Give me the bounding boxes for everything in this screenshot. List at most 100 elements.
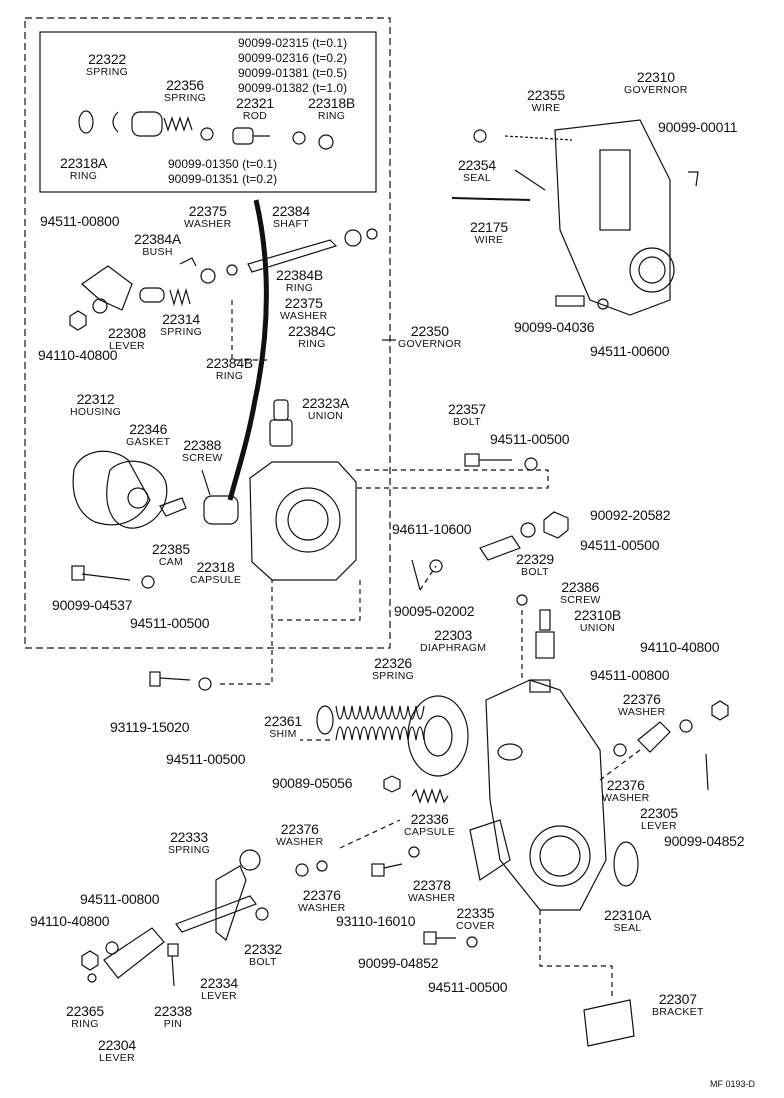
part-number: 22361 (264, 713, 302, 729)
part-number: 22386 (561, 579, 600, 595)
part-number: 22375 (188, 203, 227, 219)
shim-list-a: 90099-02315 (t=0.1) 90099-02316 (t=0.2) … (238, 36, 347, 96)
part-number: 90099-04036 (514, 319, 595, 335)
part-number: 94511-00500 (166, 751, 246, 767)
part-name: LEVER (641, 819, 677, 832)
part-number: 22376 (606, 777, 645, 793)
part-label: 90099-04852 (664, 834, 745, 849)
part-name: RING (285, 281, 314, 294)
part-name: RING (298, 337, 326, 350)
part-number: 22326 (374, 655, 412, 671)
part-label: 93110-16010 (336, 914, 415, 929)
part-number: 22384A (134, 231, 182, 247)
part-name: RING (69, 169, 98, 182)
part-name: GOVERNOR (398, 337, 462, 350)
part-number: 22305 (640, 805, 678, 821)
part-name: SEAL (462, 171, 491, 184)
part-label: 94110-40800 (640, 640, 719, 655)
part-name: RING (215, 369, 244, 382)
part-number: 22334 (200, 975, 238, 991)
part-name: WASHER (618, 705, 666, 718)
part-name: BUSH (142, 245, 173, 258)
part-label: 94511-00800 (80, 892, 159, 907)
part-number: 22355 (527, 87, 565, 103)
part-name: SPRING (168, 843, 211, 856)
part-label: 94511-00500 (428, 980, 507, 995)
part-number: 94511-00800 (590, 667, 670, 683)
part-number: 22304 (98, 1037, 136, 1053)
part-number: 22308 (108, 325, 146, 341)
part-label: 90099-04537 (52, 597, 133, 613)
part-number: 22384C (288, 323, 336, 339)
part-number: 22336 (410, 811, 449, 827)
part-number: 22303 (434, 627, 473, 643)
shim-list-b: 90099-01350 (t=0.1) 90099-01351 (t=0.2) (168, 157, 277, 187)
part-name: SPRING (160, 325, 203, 338)
part-number: 90089-05056 (272, 775, 353, 791)
part-number: 22375 (284, 295, 323, 311)
part-name: SPRING (86, 65, 129, 78)
part-name: HOUSING (70, 405, 122, 418)
part-name: CAPSULE (190, 573, 242, 586)
part-number: 90099-04537 (52, 597, 133, 613)
part-number: 93119-15020 (110, 719, 190, 735)
part-number: 94511-00800 (80, 891, 160, 907)
part-name: BRACKET (652, 1005, 704, 1018)
part-number: 22338 (154, 1003, 192, 1019)
part-number: 22318 (196, 559, 235, 575)
part-name: WASHER (184, 217, 232, 230)
part-label: 94511-00500 (166, 752, 245, 767)
shim-list-a-1: 90099-02316 (t=0.2) (238, 51, 348, 65)
part-number: 22322 (88, 51, 126, 67)
part-label: 94511-00500 (580, 538, 659, 553)
part-number: 90099-00011 (658, 119, 738, 135)
part-label: 94110-40800 (30, 914, 109, 929)
part-name: SCREW (182, 451, 223, 464)
part-number: 22384 (272, 203, 310, 219)
part-label: 94110-40800 (38, 348, 117, 363)
part-label: 90089-05056 (272, 775, 353, 791)
part-number: 22323A (302, 395, 350, 411)
part-name: RING (317, 109, 346, 122)
part-name: WASHER (280, 309, 328, 322)
part-number: 22356 (166, 77, 204, 93)
part-label: 93119-15020 (110, 720, 189, 735)
part-name: UNION (307, 409, 344, 422)
part-name: LEVER (109, 339, 145, 352)
part-number: 22346 (129, 421, 168, 437)
part-number: 22310A (604, 907, 652, 923)
shim-list-a-2: 90099-01381 (t=0.5) (238, 66, 348, 80)
part-number: 22357 (448, 401, 486, 417)
part-label: 90092-20582 (590, 508, 671, 523)
part-number: 90095-02002 (394, 603, 475, 619)
diagram-code: MF 0193-D (710, 1079, 756, 1089)
part-number: 22376 (280, 821, 319, 837)
subassembly-boundary (24, 17, 391, 649)
part-name: SPRING (372, 669, 415, 682)
part-name: GOVERNOR (624, 83, 688, 96)
part-number: 22321 (236, 95, 274, 111)
part-number: 22376 (622, 691, 661, 707)
part-label: 90099-00011 (658, 120, 737, 135)
